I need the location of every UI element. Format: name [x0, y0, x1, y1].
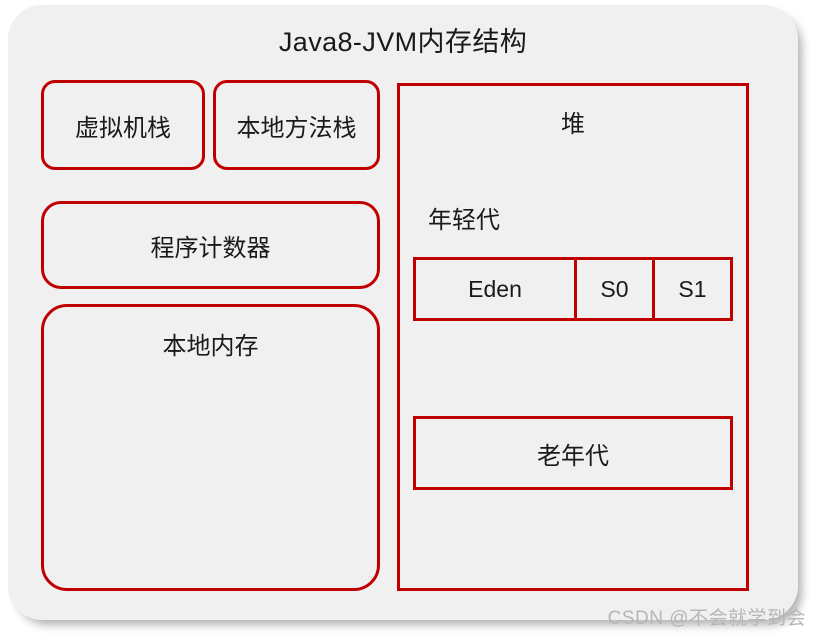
page-title: Java8-JVM内存结构: [278, 27, 528, 57]
heap-label: 堆: [561, 111, 585, 138]
young-generation-label: 年轻代: [428, 207, 500, 234]
box-pc-register: 程序计数器: [41, 201, 380, 289]
box-heap: 堆 年轻代 Eden S0 S1 老年代: [397, 83, 749, 591]
native-memory-label: 本地内存: [162, 333, 259, 360]
box-vm-stack: 虚拟机栈: [41, 80, 205, 170]
young-generation-row: Eden S0 S1: [413, 257, 733, 321]
watermark: CSDN @不会就学到会: [607, 608, 806, 629]
young-region-s1: S1: [652, 260, 730, 318]
diagram-card: Java8-JVM内存结构 虚拟机栈 本地方法栈 程序计数器 本地内存 直接内存…: [8, 5, 798, 620]
box-native-method-stack: 本地方法栈: [213, 80, 380, 170]
box-native-memory: 本地内存 直接内存 元空间: [41, 304, 380, 591]
young-region-eden: Eden: [468, 275, 522, 302]
young-region-s0: S0: [574, 260, 652, 318]
box-old-generation: 老年代: [413, 416, 733, 490]
